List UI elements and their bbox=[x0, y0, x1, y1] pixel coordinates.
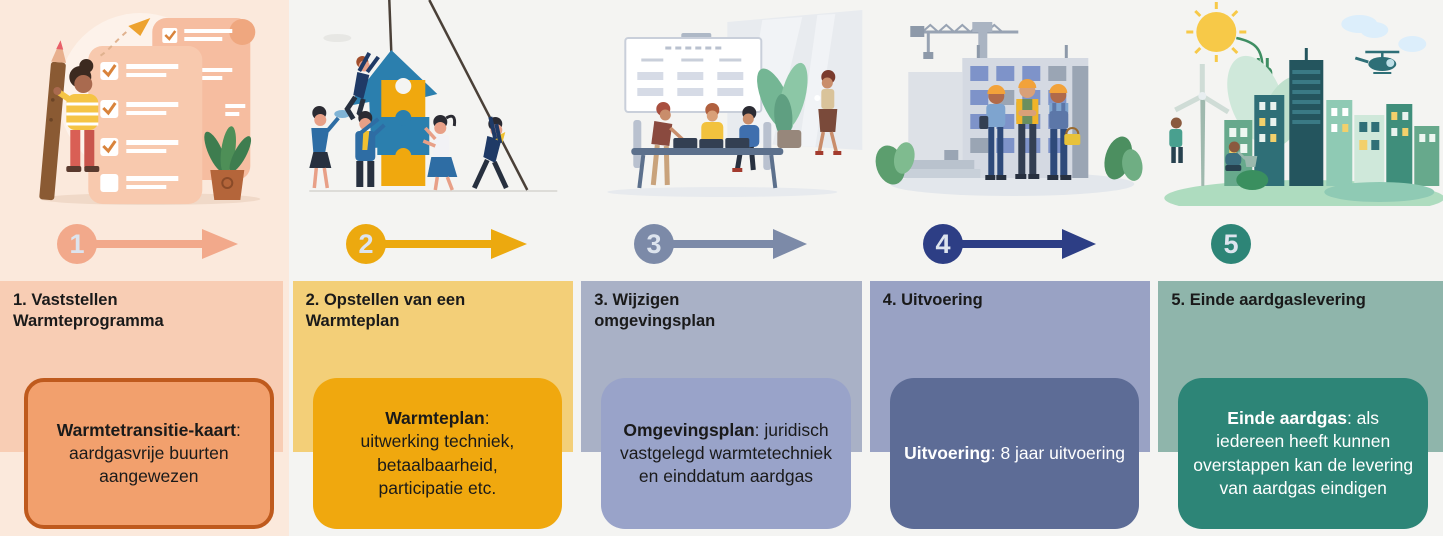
step-title: 1. Vaststellen Warmteprogramma bbox=[13, 291, 164, 330]
step-number-circle bbox=[634, 223, 675, 264]
step-column-2: 2 2. Opstellen van een Warmteplan Warmte… bbox=[289, 0, 578, 536]
person-figure bbox=[471, 116, 509, 190]
step-2-lower: 2. Opstellen van een Warmteplan Warmtepl… bbox=[289, 281, 578, 536]
person-figure bbox=[308, 106, 350, 189]
crane-icon bbox=[910, 22, 1019, 76]
step-number: 5 bbox=[1224, 229, 1239, 259]
step-3-number-and-arrow: 3 bbox=[634, 223, 808, 264]
walking-woman-figure bbox=[814, 70, 842, 155]
step-number-circle bbox=[345, 223, 386, 264]
wind-turbine-icon bbox=[1174, 64, 1230, 186]
illustration-step2 bbox=[289, 0, 578, 206]
whiteboard bbox=[624, 33, 763, 113]
step-arrowhead-icon bbox=[202, 228, 238, 259]
step-card: Uitvoering: 8 jaar uitvoering bbox=[889, 378, 1140, 529]
puzzle-pieces bbox=[376, 78, 429, 186]
step-card: Warmteplan: uitwerking techniek, betaalb… bbox=[312, 378, 563, 529]
step-3-lower: 3. Wijzigen omgevingsplan Omgevingsplan:… bbox=[577, 281, 866, 536]
office-plant bbox=[757, 62, 808, 148]
step-1-lower: 1. Vaststellen Warmteprogramma Warmtetra… bbox=[0, 281, 289, 536]
worker-figure bbox=[979, 85, 1007, 180]
step-number: 2 bbox=[358, 229, 373, 259]
step-marker-row-1: 1 bbox=[0, 206, 289, 281]
person-figure bbox=[701, 103, 724, 144]
step-number-circle bbox=[57, 223, 97, 264]
chair bbox=[763, 122, 772, 170]
illustration-step5 bbox=[1154, 0, 1443, 206]
step-card: Omgevingsplan: juridisch vastgelegd warm… bbox=[601, 378, 851, 529]
paper-plane-icon bbox=[95, 18, 151, 59]
worker-figure bbox=[1015, 79, 1040, 179]
step-title: 4. Uitvoering bbox=[882, 291, 983, 309]
card-lead: Omgevingsplan bbox=[623, 419, 755, 440]
step-4-lower: 4. Uitvoering Uitvoering: 8 jaar uitvoer… bbox=[866, 281, 1155, 536]
construction-site-illustration bbox=[875, 22, 1143, 196]
card-rest: : aardgasvrije buurten aangewezen bbox=[69, 419, 241, 487]
illustration-step3 bbox=[577, 0, 866, 206]
green-city-illustration bbox=[1164, 2, 1443, 206]
step-column-1: 1 1. Vaststellen Warmteprogramma Warmtet… bbox=[0, 0, 289, 536]
hill bbox=[1324, 182, 1435, 202]
pencil-icon bbox=[39, 40, 67, 201]
step-5-lower: 5. Einde aardgaslevering Einde aardgas: … bbox=[1154, 281, 1443, 536]
plant-pot bbox=[204, 126, 252, 200]
person-figure bbox=[354, 111, 386, 187]
step-title: 3. Wijzigen omgevingsplan bbox=[594, 291, 716, 330]
chair bbox=[633, 120, 642, 168]
person-figure bbox=[1169, 117, 1184, 163]
office-meeting-illustration bbox=[607, 10, 863, 197]
step-card: Einde aardgas: als iedereen heeft kunnen… bbox=[1178, 378, 1428, 529]
step-card: Warmtetransitie-kaart: aardgasvrije buur… bbox=[24, 378, 274, 529]
step-number: 3 bbox=[647, 229, 662, 259]
person-figure bbox=[1225, 141, 1258, 171]
card-lead: Einde aardgas bbox=[1227, 408, 1347, 429]
step-arrowhead-icon bbox=[490, 228, 527, 259]
card-lead: Warmtetransitie-kaart bbox=[56, 419, 236, 440]
step-arrowhead-icon bbox=[773, 228, 808, 259]
card-rest: : uitwerking techniek, betaalbaarheid, p… bbox=[360, 408, 515, 498]
illustration-step1 bbox=[0, 0, 289, 206]
step-number: 1 bbox=[69, 229, 84, 259]
step-4-number-and-arrow: 4 bbox=[922, 223, 1096, 264]
step-marker-row-4: 4 bbox=[866, 206, 1155, 281]
person-figure bbox=[343, 52, 380, 123]
step-marker-row-2: 2 bbox=[289, 206, 578, 281]
step-number-circle bbox=[1211, 223, 1252, 264]
step-column-3: 3 3. Wijzigen omgevingsplan Omgevingspla… bbox=[577, 0, 866, 536]
step-5-number: 5 bbox=[1211, 223, 1252, 264]
step-number: 4 bbox=[935, 229, 950, 259]
sun-icon bbox=[1186, 2, 1247, 62]
worker-figure bbox=[1047, 84, 1081, 180]
step-title: 2. Opstellen van een Warmteplan bbox=[305, 291, 466, 330]
step-column-4: 4 4. Uitvoering Uitvoering: 8 jaar uitvo… bbox=[866, 0, 1155, 536]
city-skyline bbox=[1224, 48, 1440, 190]
bush bbox=[875, 136, 1143, 185]
woman-checklist-illustration bbox=[39, 13, 261, 205]
step-title: 5. Einde aardgaslevering bbox=[1171, 291, 1366, 309]
card-rest: : 8 jaar uitvoering bbox=[990, 442, 1125, 463]
woman-figure bbox=[53, 59, 100, 172]
person-figure bbox=[422, 114, 457, 191]
step-2-number-and-arrow: 2 bbox=[345, 223, 527, 264]
step-marker-row-5: 5 bbox=[1154, 206, 1443, 281]
card-lead: Warmteplan bbox=[385, 408, 485, 429]
step-1-number-and-arrow: 1 bbox=[57, 223, 238, 264]
illustration-step4 bbox=[866, 0, 1155, 206]
helicopter-icon bbox=[1355, 50, 1400, 74]
card-lead: Uitvoering bbox=[904, 442, 991, 463]
rope bbox=[387, 0, 529, 191]
teamwork-puzzle-illustration bbox=[308, 0, 557, 192]
step-marker-row-3: 3 bbox=[577, 206, 866, 281]
card-rest: : juridisch vastgelegd warmtetechniek en… bbox=[619, 419, 833, 487]
checklist-scroll-front bbox=[88, 46, 203, 204]
cloud bbox=[1341, 15, 1427, 52]
meeting-table bbox=[631, 138, 784, 189]
step-column-5: 5 5. Einde aardgaslevering Einde aardgas… bbox=[1154, 0, 1443, 536]
step-number-circle bbox=[922, 223, 963, 264]
card-rest: : als iedereen heeft kunnen overstappen … bbox=[1193, 408, 1414, 498]
step-arrowhead-icon bbox=[1061, 228, 1096, 259]
